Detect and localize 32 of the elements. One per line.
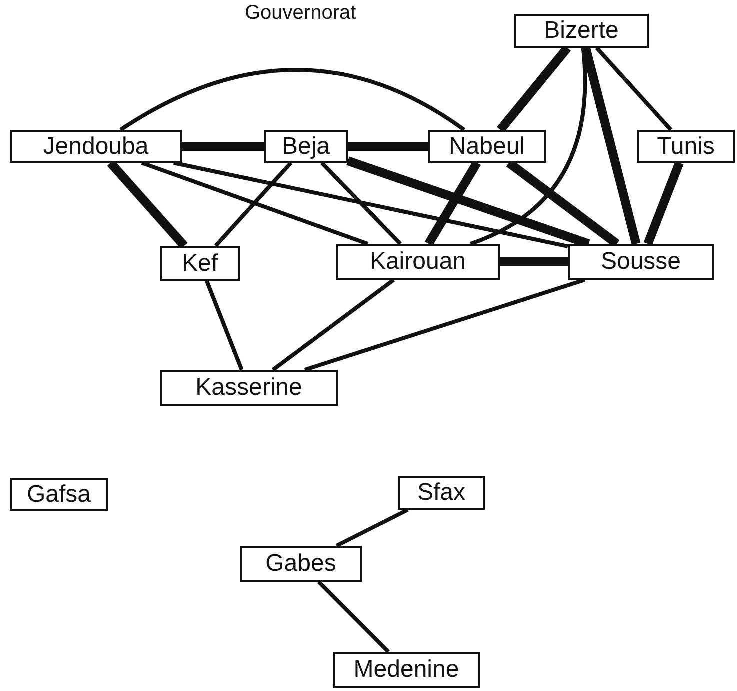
place-box: Beja	[264, 130, 348, 163]
connector-line	[595, 46, 673, 132]
place-box: Sfax	[398, 476, 485, 510]
connector-line	[320, 162, 402, 246]
connector-line	[272, 278, 396, 372]
place-box: Sousse	[568, 244, 714, 280]
place-box: Jendouba	[10, 130, 182, 163]
place-box: Kairouan	[336, 244, 500, 280]
connector-line	[318, 580, 390, 654]
connector-line	[582, 46, 641, 246]
place-box: Tunis	[637, 130, 735, 163]
connector-line	[348, 142, 428, 151]
connector-line	[205, 280, 244, 371]
connector-line	[214, 162, 293, 248]
connector-line	[173, 161, 568, 248]
connector-line	[182, 142, 264, 151]
place-box: Gafsa	[10, 478, 108, 511]
connector-line	[336, 508, 409, 548]
place-box: Nabeul	[428, 130, 546, 163]
place-box: Kasserine	[160, 370, 338, 406]
connector-line	[470, 48, 588, 246]
connector-line	[304, 278, 586, 372]
connector-line	[424, 160, 481, 246]
place-box: Medenine	[333, 652, 480, 688]
connector-line	[141, 161, 368, 246]
title: Gouvernorat	[245, 2, 356, 25]
connector-line	[500, 258, 568, 266]
connector-line	[644, 161, 684, 246]
place-box: Kef	[160, 246, 240, 281]
place-box: Bizerte	[514, 14, 649, 48]
connector-line	[120, 68, 466, 132]
place-box: Gabes	[240, 546, 362, 582]
